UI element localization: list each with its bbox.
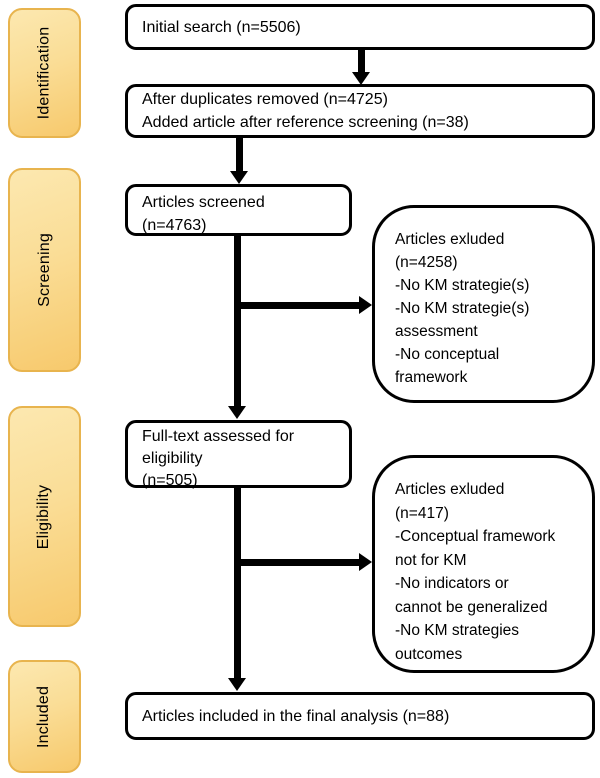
excluded-screening-line3: -No KM strategie(s) <box>395 277 530 294</box>
box-final-included: Articles included in the final analysis … <box>125 692 595 740</box>
stage-included: Included <box>8 660 81 773</box>
box-initial-search-text: Initial search (n=5506) <box>142 18 301 36</box>
excluded-eligibility-line7: -No KM strategies <box>395 622 520 639</box>
box-after-duplicates-line1: After duplicates removed (n=4725) <box>142 91 388 108</box>
stage-eligibility: Eligibility <box>8 406 81 627</box>
box-fulltext-assessed-line2: eligibility <box>142 450 203 467</box>
excluded-eligibility-line5: -No indicators or <box>395 575 509 592</box>
arrow-screened-to-fulltext-shaft <box>234 236 241 407</box>
arrow-fulltext-to-excluded-head <box>359 553 372 571</box>
stage-identification-label: Identification <box>35 26 53 120</box>
arrow-fulltext-to-final-head <box>228 678 246 691</box>
arrow-screened-to-excluded-shaft <box>237 302 359 309</box>
arrow-duplicates-to-screened-head <box>230 171 248 184</box>
excluded-eligibility-line8: outcomes <box>395 645 463 663</box>
box-articles-screened-line2: (n=4763) <box>142 217 207 234</box>
excluded-screening-line4: -No KM strategie(s) <box>395 300 530 317</box>
arrow-duplicates-to-screened-shaft <box>236 138 243 172</box>
arrow-initial-to-duplicates-head <box>352 72 370 85</box>
stage-included-label: Included <box>35 685 53 748</box>
box-fulltext-assessed-line3: (n=505) <box>142 472 198 489</box>
arrow-screened-to-fulltext-head <box>228 406 246 419</box>
excluded-eligibility-line2: (n=417) <box>395 504 449 522</box>
box-after-duplicates-line2: Added article after reference screening … <box>142 114 469 131</box>
arrow-initial-to-duplicates-shaft <box>358 50 365 74</box>
excluded-eligibility-line1: Articles exluded <box>395 481 505 498</box>
arrow-fulltext-to-final-shaft <box>234 488 241 679</box>
arrow-fulltext-to-excluded-shaft <box>237 559 359 566</box>
excluded-screening-line7: framework <box>395 369 468 386</box>
stage-eligibility-label: Eligibility <box>35 484 53 549</box>
stage-identification: Identification <box>8 8 81 138</box>
arrow-screened-to-excluded-head <box>359 296 372 314</box>
box-fulltext-assessed-line1: Full-text assessed for <box>142 428 295 445</box>
box-final-included-text: Articles included in the final analysis … <box>142 707 450 725</box>
box-articles-screened: Articles screened (n=4763) <box>125 184 352 236</box>
excluded-screening-line5: assessment <box>395 323 478 340</box>
box-fulltext-assessed: Full-text assessed for eligibility (n=50… <box>125 420 352 489</box>
excluded-screening-line1: Articles exluded <box>395 231 505 248</box>
box-articles-screened-line1: Articles screened <box>142 194 265 211</box>
box-excluded-eligibility: Articles exluded (n=417) -Conceptual fra… <box>372 455 595 673</box>
box-after-duplicates: After duplicates removed (n=4725) Added … <box>125 84 595 138</box>
box-excluded-screening: Articles exluded (n=4258) -No KM strateg… <box>372 205 595 403</box>
excluded-eligibility-line3: -Conceptual framework <box>395 528 556 545</box>
excluded-eligibility-line4: not for KM <box>395 551 467 569</box>
stage-screening: Screening <box>8 168 81 372</box>
excluded-screening-line2: (n=4258) <box>395 254 458 271</box>
excluded-screening-line6: -No conceptual <box>395 346 500 363</box>
stage-screening-label: Screening <box>35 233 53 307</box>
box-initial-search: Initial search (n=5506) <box>125 4 595 50</box>
excluded-eligibility-line6: cannot be generalized <box>395 598 548 616</box>
